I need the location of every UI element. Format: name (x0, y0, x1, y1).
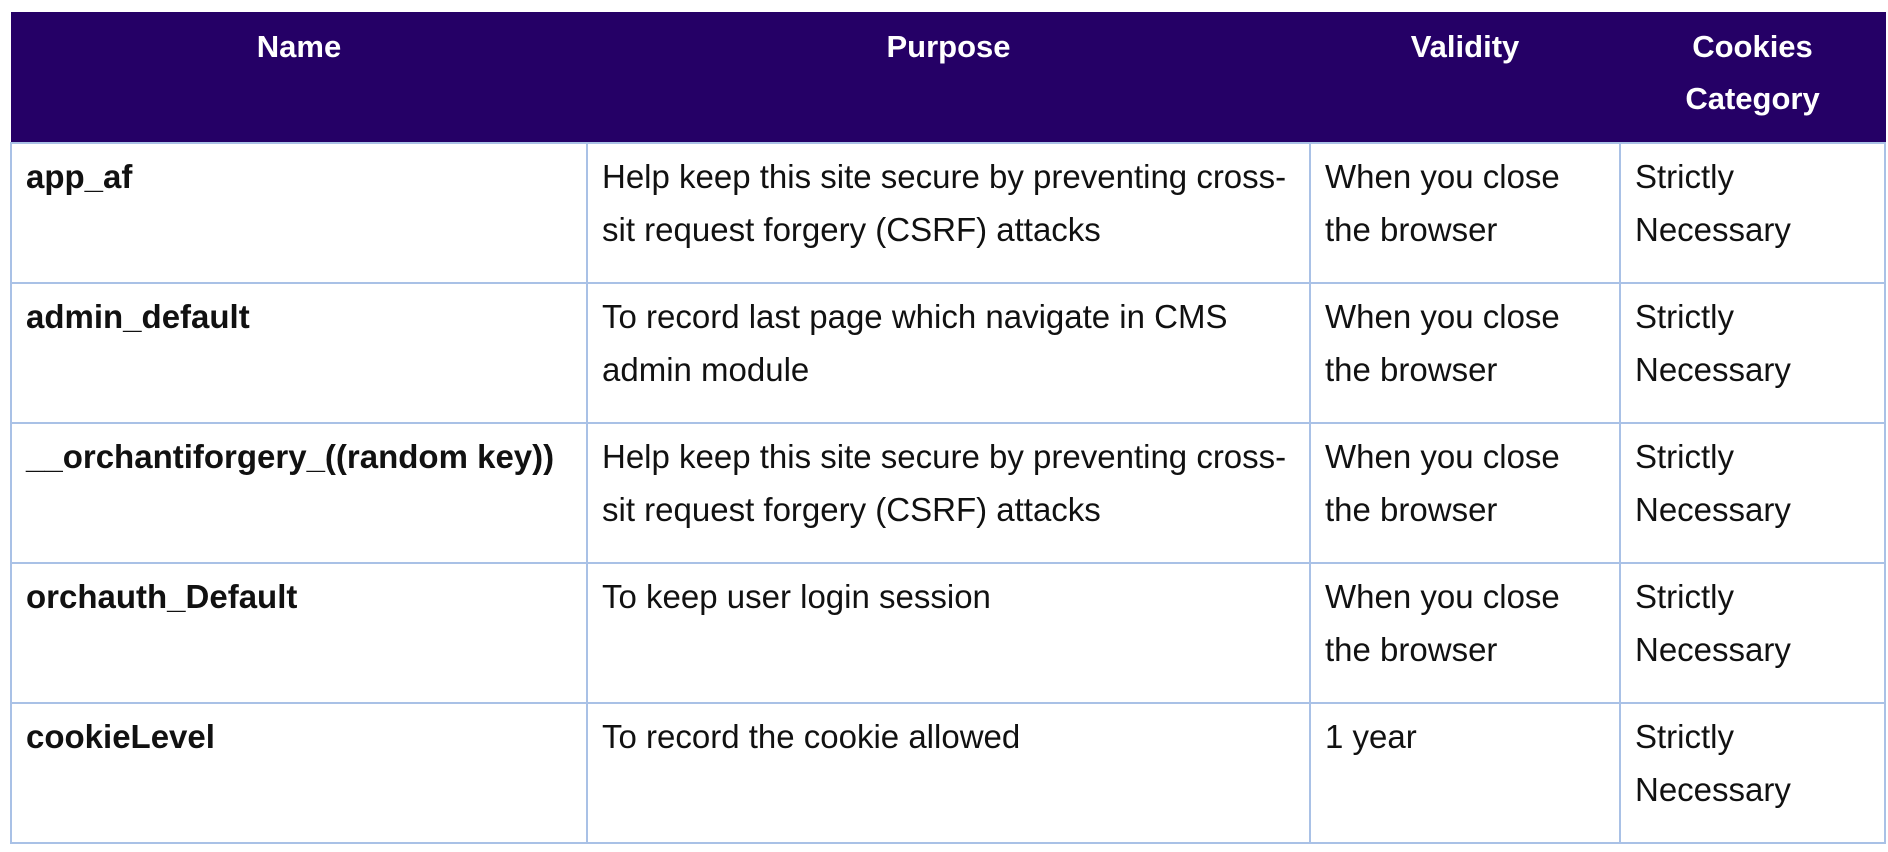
cookie-name-cell: app_af (10, 142, 588, 284)
table-row: app_af Help keep this site secure by pre… (10, 142, 1886, 284)
table-row: orchauth_Default To keep user login sess… (10, 562, 1886, 704)
table-body: app_af Help keep this site secure by pre… (10, 142, 1886, 844)
table-row: cookieLevel To record the cookie allowed… (10, 702, 1886, 844)
cookie-purpose-cell: Help keep this site secure by preventing… (586, 142, 1311, 284)
cookie-table: Name Purpose Validity Cookies Category a… (10, 12, 1886, 844)
cookie-validity-cell: When you close the browser (1309, 422, 1621, 564)
cookie-name-cell: __orchantiforgery_((random key)) (10, 422, 588, 564)
cookie-category-cell: Strictly Necessary (1619, 142, 1886, 284)
cookie-validity-cell: When you close the browser (1309, 562, 1621, 704)
header-cookies-category: Cookies Category (1619, 12, 1886, 144)
header-validity: Validity (1309, 12, 1621, 144)
cookie-validity-cell: When you close the browser (1309, 142, 1621, 284)
cookie-category-cell: Strictly Necessary (1619, 422, 1886, 564)
cookie-purpose-cell: To record last page which navigate in CM… (586, 282, 1311, 424)
table-row: admin_default To record last page which … (10, 282, 1886, 424)
cookie-table-container: Name Purpose Validity Cookies Category a… (10, 12, 1886, 844)
cookie-name-cell: admin_default (10, 282, 588, 424)
cookie-name-cell: cookieLevel (10, 702, 588, 844)
cookie-purpose-cell: Help keep this site secure by preventing… (586, 422, 1311, 564)
header-purpose: Purpose (586, 12, 1311, 144)
table-header: Name Purpose Validity Cookies Category (10, 12, 1886, 144)
cookie-category-cell: Strictly Necessary (1619, 702, 1886, 844)
header-name: Name (10, 12, 588, 144)
cookie-purpose-cell: To record the cookie allowed (586, 702, 1311, 844)
cookie-category-cell: Strictly Necessary (1619, 562, 1886, 704)
header-row: Name Purpose Validity Cookies Category (10, 12, 1886, 144)
cookie-validity-cell: When you close the browser (1309, 282, 1621, 424)
table-row: __orchantiforgery_((random key)) Help ke… (10, 422, 1886, 564)
cookie-purpose-cell: To keep user login session (586, 562, 1311, 704)
cookie-category-cell: Strictly Necessary (1619, 282, 1886, 424)
cookie-name-cell: orchauth_Default (10, 562, 588, 704)
cookie-validity-cell: 1 year (1309, 702, 1621, 844)
